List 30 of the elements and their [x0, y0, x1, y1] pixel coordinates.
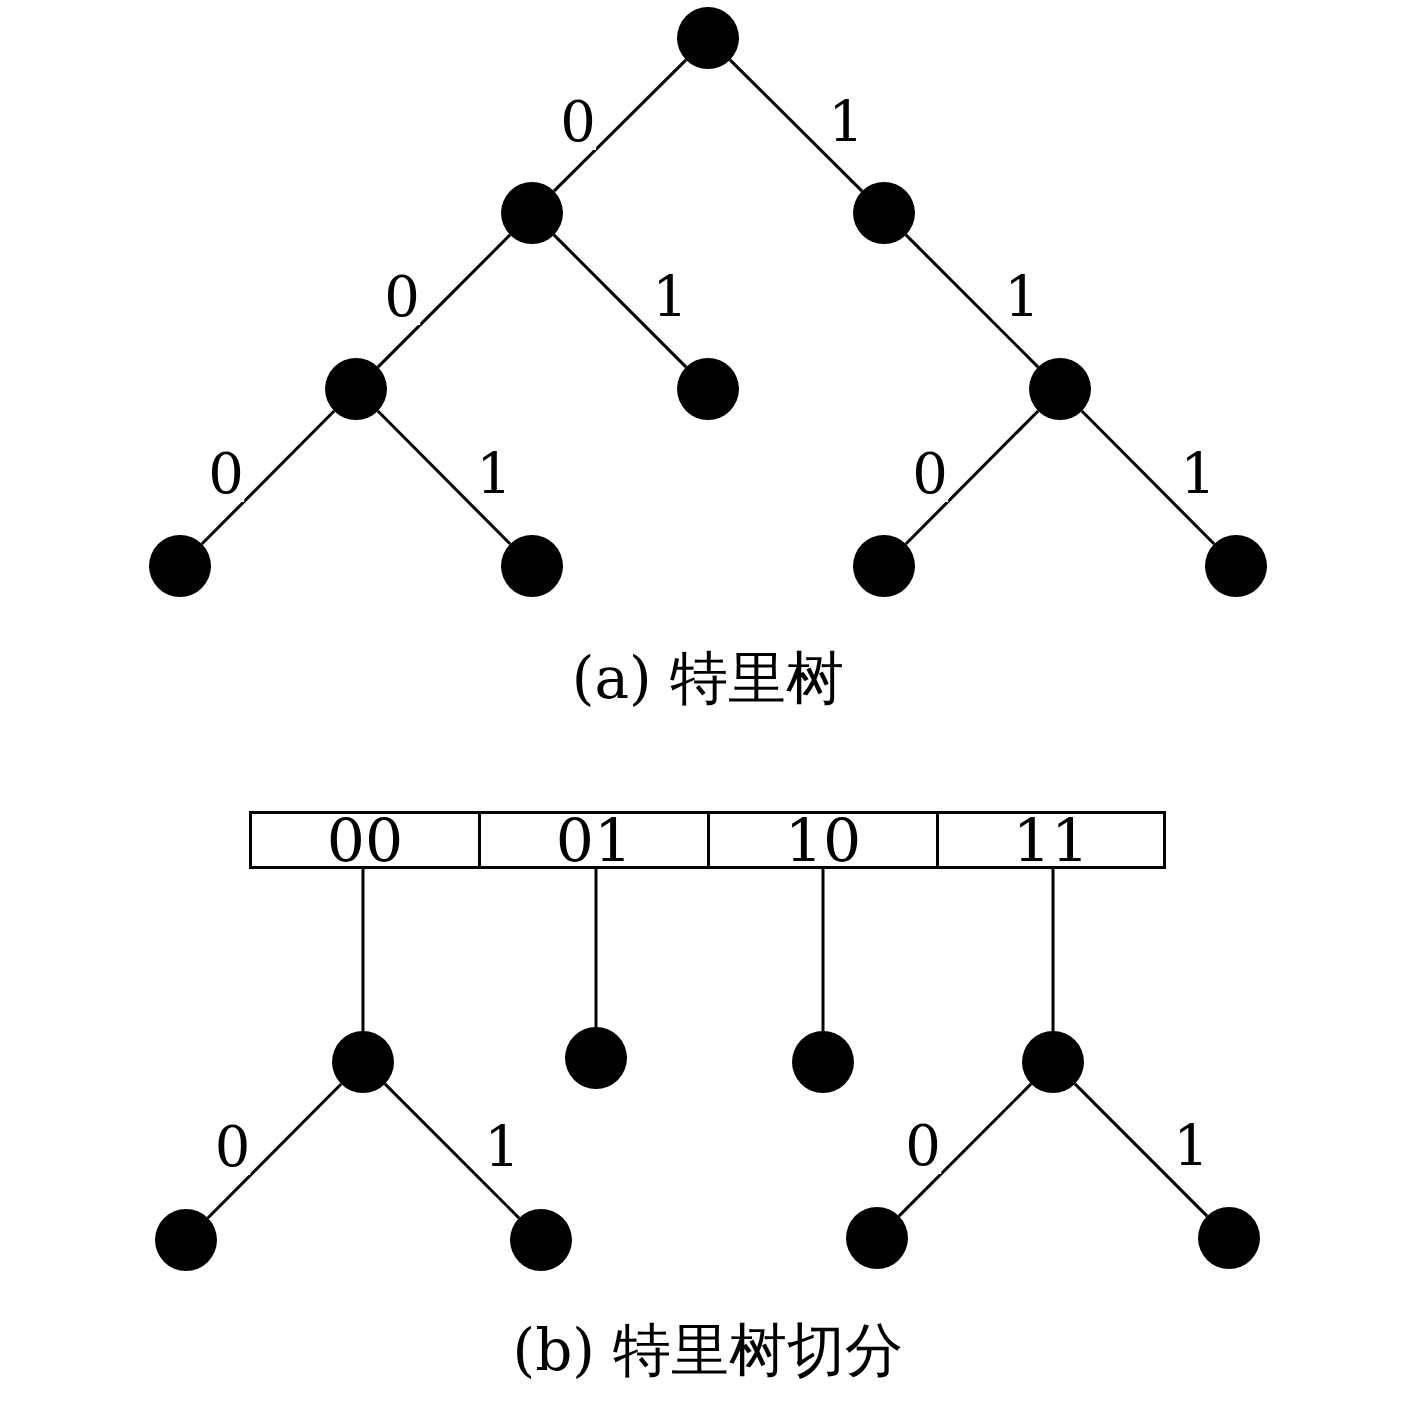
tree-edge [552, 58, 688, 193]
tree-edge [361, 869, 365, 1031]
tree-edge [376, 233, 512, 369]
tree-edge [821, 869, 825, 1031]
tree-node-circle [853, 182, 915, 244]
tree-edge [897, 1082, 1033, 1218]
tree-edge [1080, 409, 1216, 546]
tree-node-circle [325, 358, 387, 420]
tree-node-circle [1029, 358, 1091, 420]
tree-node-circle [332, 1031, 394, 1093]
tree-node-circle [1022, 1031, 1084, 1093]
tree-node-circle [677, 7, 739, 69]
tree-edge [1051, 869, 1055, 1031]
tree-edge [206, 1082, 343, 1220]
tree-edge [1073, 1082, 1209, 1218]
tree-edge [552, 233, 688, 369]
bucket-cell: 11 [936, 811, 1166, 869]
tree-edge [376, 409, 512, 546]
bucket-cell: 00 [249, 811, 481, 869]
subfigure-caption: (b) 特里树切分 [512, 1318, 904, 1382]
tree-edge [383, 1082, 521, 1220]
bucket-cell: 10 [707, 811, 939, 869]
tree-edge [904, 233, 1040, 369]
tree-edge [594, 869, 598, 1027]
subfigure-caption: (a) 特里树 [571, 646, 845, 710]
tree-edge [728, 58, 864, 193]
tree-edge [904, 409, 1040, 546]
bucket-cell: 01 [478, 811, 710, 869]
tree-edge [200, 409, 336, 546]
tree-node-circle [501, 182, 563, 244]
